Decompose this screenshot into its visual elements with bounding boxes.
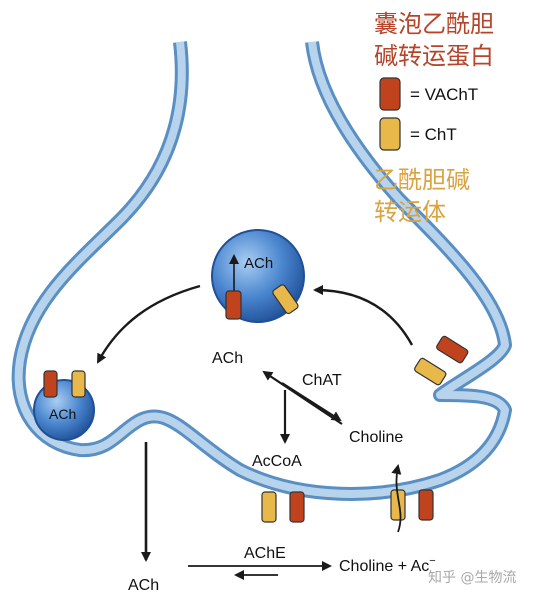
vesicle-left-ach-label: ACh — [49, 406, 76, 422]
vesicle-top-vacht — [225, 290, 242, 320]
vesicle-left-cht — [71, 370, 86, 398]
choline-cytosol-label: Choline — [349, 429, 403, 446]
legend-vacht-title-line2: 碱转运蛋白 — [374, 42, 494, 70]
choline-ac-label: Choline + Ac− — [339, 555, 436, 575]
legend-cht-title-line1: 乙酰胆碱 — [374, 166, 470, 194]
arrow-vesicle-to-release — [96, 284, 201, 364]
membrane-bottom-vacht-2 — [418, 489, 434, 521]
membrane-right-vacht — [436, 335, 469, 364]
membrane-bottom-cht-1 — [261, 491, 277, 523]
chat-label: ChAT — [302, 372, 342, 389]
arrow-choline-to-ach — [262, 370, 343, 425]
legend-vacht-title-line1: 囊泡乙酰胆 — [374, 10, 494, 38]
presynaptic-membrane-inner — [14, 41, 509, 498]
membrane-bottom-cht-2 — [390, 489, 406, 521]
legend-vacht-swatch — [379, 77, 401, 111]
legend-cht-label: = ChT — [410, 125, 457, 144]
arrow-membrane-to-vesicle — [313, 285, 414, 346]
legend-vacht-label: = VAChT — [410, 85, 478, 104]
ach-cleft-label: ACh — [128, 577, 159, 594]
membrane-bottom-vacht-1 — [289, 491, 305, 523]
vesicle-top-ach-label: ACh — [244, 255, 273, 272]
membrane-right-cht — [414, 357, 447, 386]
legend-cht-swatch — [379, 117, 401, 151]
vesicle-left-vacht — [43, 370, 58, 398]
arrow-choline-uptake — [391, 464, 402, 533]
legend-cht-title-line2: 转运体 — [374, 198, 446, 226]
arrow-ach-to-choline — [281, 382, 342, 422]
ache-label: AChE — [244, 545, 286, 562]
watermark: 知乎 @生物流 — [428, 569, 516, 586]
accoa-label: AcCoA — [252, 453, 302, 470]
ach-cytosol-label: ACh — [212, 350, 243, 367]
vesicle-top-cht — [272, 284, 299, 315]
